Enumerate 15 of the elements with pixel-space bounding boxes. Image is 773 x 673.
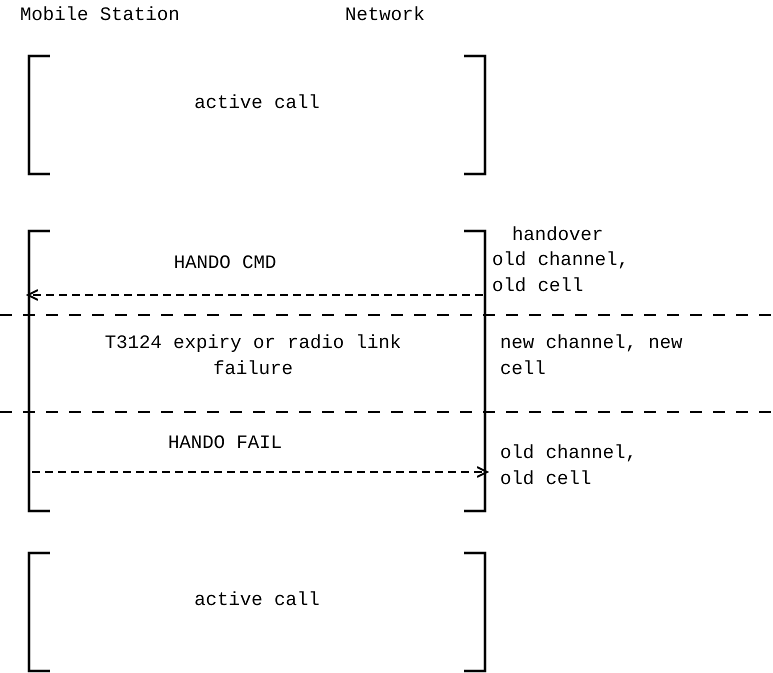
message-label: HANDO FAIL [166, 431, 284, 456]
message-label: HANDO CMD [172, 251, 278, 276]
block-label: active call [193, 91, 321, 116]
heading-label: handover [512, 223, 604, 248]
bracket-frame [28, 552, 486, 672]
event-label: T3124 expiry or radio link failure [88, 330, 418, 382]
participant-label: Mobile Station [20, 2, 180, 28]
participant-label: Network [345, 2, 425, 28]
block-label: active call [193, 588, 321, 613]
message-arrow [27, 289, 483, 301]
bracket-frame [28, 55, 486, 175]
channel-note: new channel, new cell [500, 331, 684, 382]
channel-note: old channel, old cell [500, 441, 638, 492]
channel-note: old channel, old cell [492, 248, 630, 299]
message-arrow [32, 466, 488, 478]
